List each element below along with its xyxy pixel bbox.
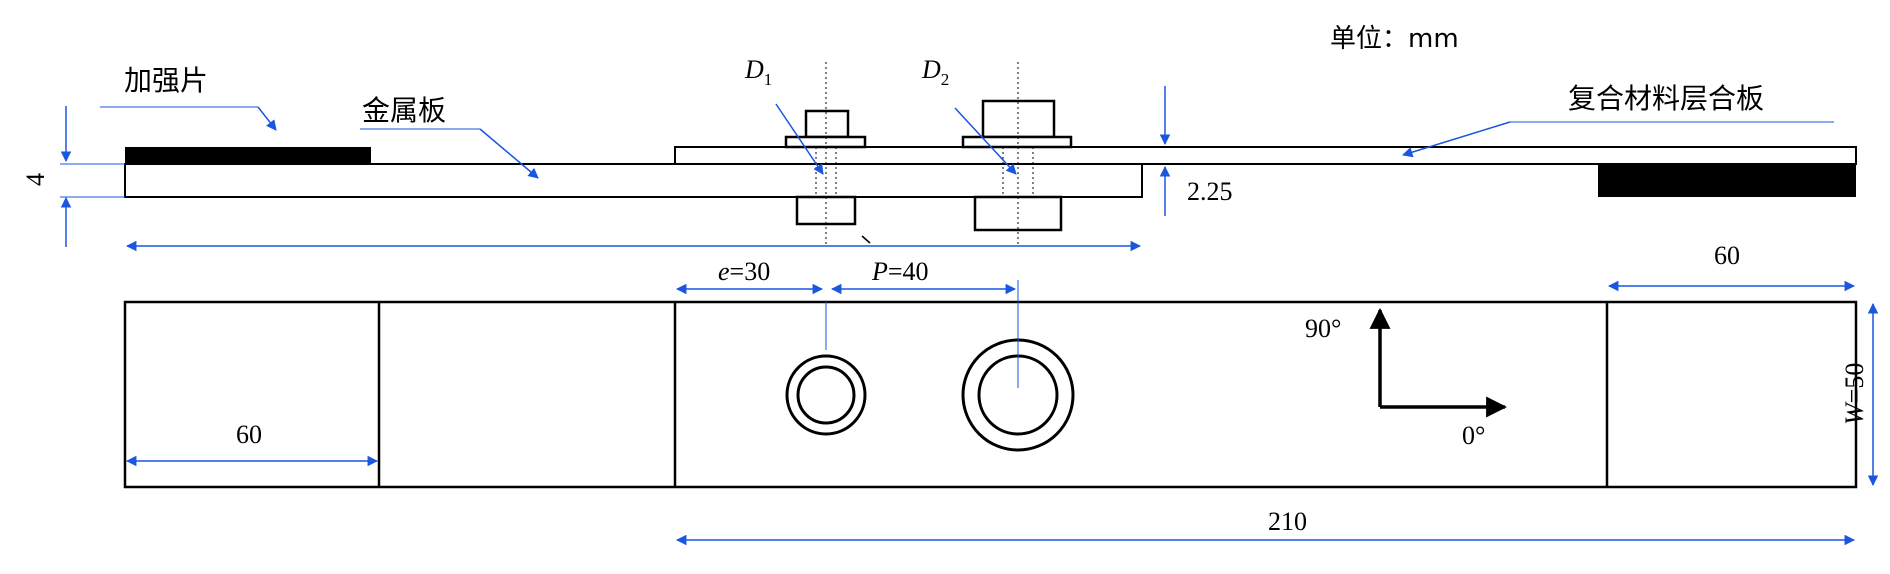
composite-laminate [674,146,1857,165]
leader-composite [1401,121,1834,158]
angle-0-label: 0° [1462,421,1485,450]
thickness-laminate-label: 2.25 [1187,177,1233,206]
orientation-axes [1369,307,1508,418]
metal-plate-label: 金属板 [362,94,446,127]
hole-1 [785,354,867,436]
stiffener-left [125,147,371,164]
d1-leader [775,103,824,175]
stiffener-right [1598,164,1856,197]
width-label: W=50 [1840,363,1869,425]
thickness-total-dim: 4 [21,106,125,247]
d2-leader [954,107,1017,175]
thickness-laminate-dim: 2.25 [1159,86,1233,216]
leader-stiffener [100,106,277,131]
pitch-label: P=40 [871,257,929,286]
leader-metal-plate [360,128,539,179]
d2-label: D2 [921,55,949,89]
angle-90-label: 90° [1305,314,1341,343]
composite-laminate-label: 复合材料层合板 [1568,82,1764,115]
stiffener-label: 加强片 [124,64,208,97]
metal-plate [124,163,1143,198]
tab-right-label: 60 [1714,241,1740,270]
edge-distance-label: e=30 [718,257,770,286]
plan-outline [123,300,1858,489]
thickness-total-label: 4 [21,173,50,186]
side-view: 4 2.25 加强片 金属板 复合材料层合板 D1 D2 [21,24,1857,252]
plan-view: e=30 P=40 60 60 W=50 210 90° 0° [123,241,1879,546]
d1-label: D1 [744,55,772,89]
unit-label: 单位：mm [1330,24,1459,54]
laminate-length-label: 210 [1268,507,1307,536]
tab-left-label: 60 [236,420,262,449]
